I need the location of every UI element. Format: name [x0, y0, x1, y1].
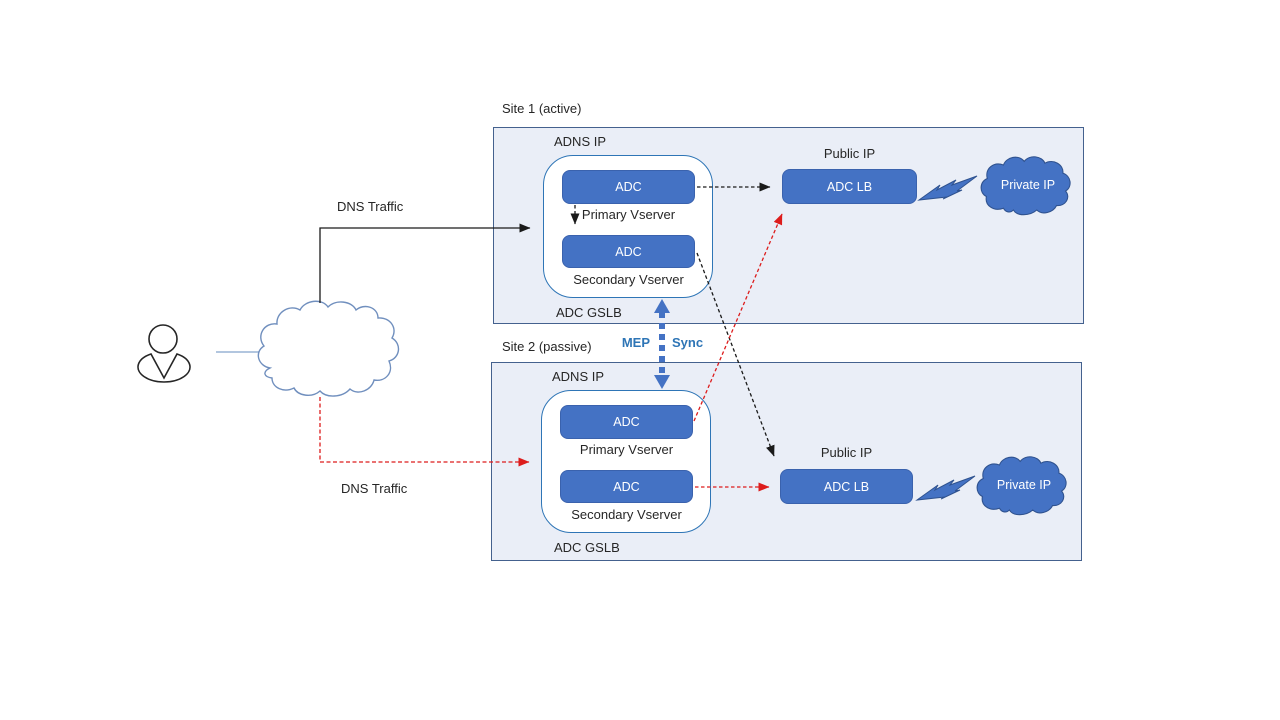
sync-label: Sync — [672, 335, 704, 350]
site2-private-ip-text: Private IP — [996, 478, 1052, 492]
site1-private-ip-text: Private IP — [1000, 178, 1056, 192]
site2-adc-lb-box: ADC LB — [780, 469, 913, 504]
dns-traffic-label-site2: DNS Traffic — [341, 481, 408, 496]
site2-gslb-label: ADC GSLB — [554, 540, 620, 555]
site2-adns-ip-label: ADNS IP — [552, 369, 605, 384]
site2-primary-adc-box: ADC — [560, 405, 693, 439]
site1-secondary-vserver-label: Secondary Vserver — [573, 272, 684, 287]
mep-label: MEP — [621, 335, 650, 350]
site2-primary-vserver-label: Primary Vserver — [579, 442, 674, 457]
user-head — [148, 324, 178, 354]
site2-secondary-adc-label: ADC — [613, 479, 640, 494]
site1-secondary-adc-box: ADC — [562, 235, 695, 268]
dns-traffic-label-site1: DNS Traffic — [337, 199, 404, 214]
site1-public-ip-label: Public IP — [823, 146, 876, 161]
site1-gslb-label: ADC GSLB — [556, 305, 622, 320]
site2-secondary-vserver-label: Secondary Vserver — [571, 507, 682, 522]
site1-primary-vserver-label: Primary Vserver — [581, 207, 676, 222]
site1-adc-lb-box: ADC LB — [782, 169, 917, 204]
user-body — [137, 353, 191, 383]
user-icon — [137, 324, 191, 383]
site2-public-ip-label: Public IP — [820, 445, 873, 460]
site1-secondary-adc-label: ADC — [615, 244, 642, 259]
site1-primary-adc-label: ADC — [615, 180, 642, 194]
site2-adc-lb-label: ADC LB — [823, 479, 870, 494]
site2-secondary-adc-box: ADC — [560, 470, 693, 503]
site1-adns-ip-label: ADNS IP — [554, 134, 607, 149]
site2-title: Site 2 (passive) — [502, 339, 592, 354]
internet-cloud-icon — [257, 300, 400, 397]
site2-primary-adc-label: ADC — [613, 415, 640, 429]
site1-primary-adc-box: ADC — [562, 170, 695, 204]
site1-adc-lb-label: ADC LB — [826, 179, 873, 194]
site1-title: Site 1 (active) — [502, 101, 582, 116]
